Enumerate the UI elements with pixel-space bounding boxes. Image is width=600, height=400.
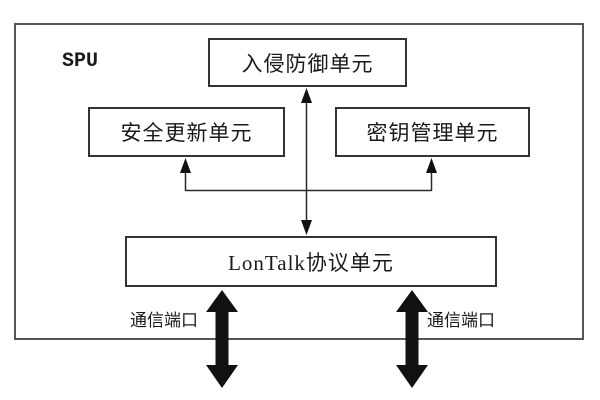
security-update-node: 安全更新单元 bbox=[88, 107, 285, 157]
lontalk-protocol-label: LonTalk协议单元 bbox=[228, 250, 394, 275]
intrusion-prevention-node: 入侵防御单元 bbox=[208, 38, 407, 87]
intrusion-prevention-label: 入侵防御单元 bbox=[241, 51, 374, 76]
comm-port-label-left: 通信端口 bbox=[130, 311, 198, 330]
spu-label: SPU bbox=[62, 50, 99, 73]
comm-port-label-right: 通信端口 bbox=[427, 311, 495, 330]
lontalk-protocol-node: LonTalk协议单元 bbox=[125, 236, 497, 287]
security-update-label: 安全更新单元 bbox=[120, 121, 253, 145]
key-management-node: 密钥管理单元 bbox=[335, 107, 530, 157]
key-management-label: 密钥管理单元 bbox=[366, 121, 499, 145]
